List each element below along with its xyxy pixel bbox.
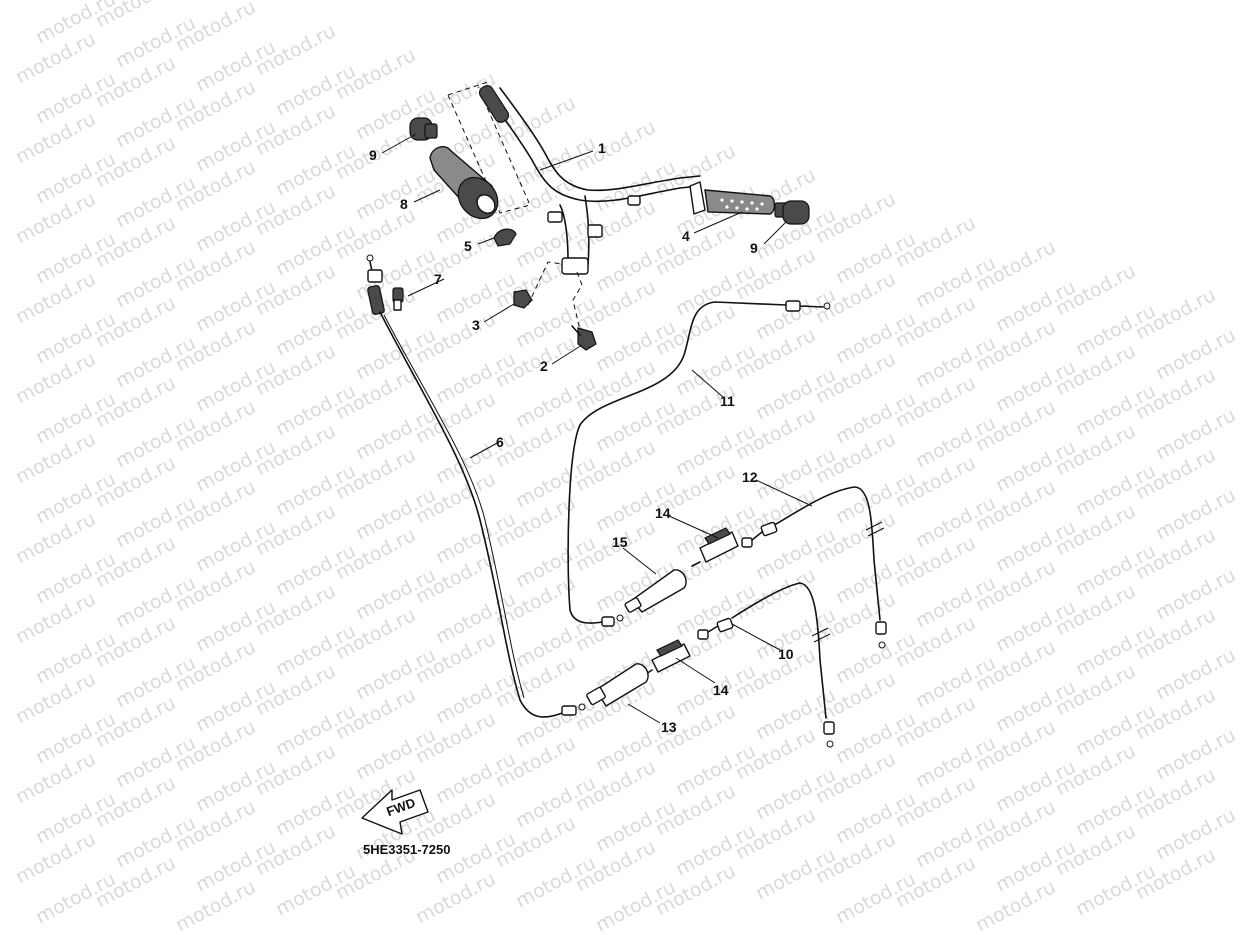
callout-13: 13 <box>661 719 677 735</box>
callout-8: 8 <box>400 196 408 212</box>
cable-part-10 <box>707 582 835 748</box>
diagram-code: 5HE3351-7250 <box>363 842 450 857</box>
callout-1: 1 <box>598 140 606 156</box>
cable-junction-lower-part-14 <box>645 629 709 675</box>
callout-10: 10 <box>778 646 794 662</box>
clamp-part-5 <box>493 228 517 247</box>
callout-14-lower: 14 <box>713 682 729 698</box>
cable-part-11 <box>567 300 831 627</box>
callout-11: 11 <box>720 393 735 409</box>
nut-part-3 <box>513 289 533 309</box>
right-grip-part-4 <box>689 181 776 215</box>
cable-part-12 <box>751 486 887 649</box>
callout-3: 3 <box>472 317 480 333</box>
assembly-dashed-line <box>527 261 563 306</box>
grip-end-right-part-9 <box>774 200 810 225</box>
cable-sleeve-part-13 <box>586 663 649 707</box>
callout-9-right: 9 <box>750 240 758 256</box>
handlebar-part-1 <box>478 85 701 275</box>
callout-4: 4 <box>682 228 690 244</box>
cable-sleeve-part-15 <box>624 569 687 613</box>
cable-junction-upper-part-14 <box>691 527 753 567</box>
throttle-cable-part-6 <box>366 254 586 718</box>
grip-end-left-part-9 <box>409 117 438 141</box>
callout-6: 6 <box>496 434 504 450</box>
assembly-dashed-box <box>447 81 531 214</box>
callout-2: 2 <box>540 358 548 374</box>
callout-14-upper: 14 <box>655 505 671 521</box>
callout-9-left: 9 <box>369 147 377 163</box>
callout-12: 12 <box>742 469 758 485</box>
callout-7: 7 <box>434 271 442 287</box>
bolt-part-2 <box>571 271 597 351</box>
left-grip-part-8 <box>429 146 499 220</box>
screw-part-7 <box>392 287 404 311</box>
callout-15: 15 <box>612 534 628 550</box>
leader-lines <box>381 133 813 724</box>
forward-direction-arrow: FWD <box>361 789 429 835</box>
callout-5: 5 <box>464 238 472 254</box>
